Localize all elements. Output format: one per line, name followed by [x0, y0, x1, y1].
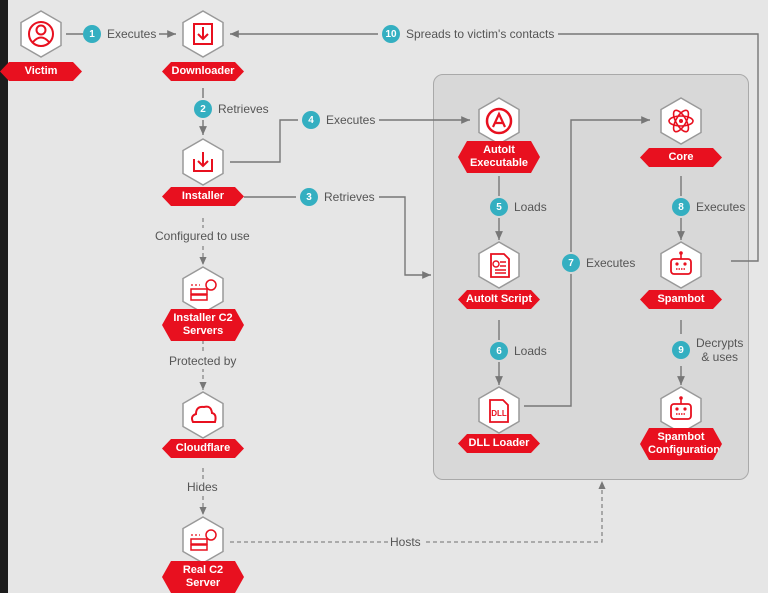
step-1: 1 Executes: [83, 25, 160, 43]
step-7: 7 Executes: [562, 252, 639, 274]
edge-installer-autoit-script: [244, 196, 431, 279]
step-6-text: Loads: [514, 344, 547, 358]
node-autoit-exe-label: AutoIt Executable: [458, 141, 540, 173]
download-icon: [178, 9, 228, 59]
step-6: 6 Loads: [490, 340, 550, 362]
script-file-icon: [474, 240, 524, 290]
user-icon: [16, 9, 66, 59]
atom-icon: [656, 96, 706, 146]
edge-label-protected: Protected by: [167, 353, 239, 369]
step-1-text: Executes: [107, 27, 157, 41]
node-autoit-script-label: AutoIt Script: [458, 290, 540, 309]
step-7-number: 7: [562, 254, 580, 272]
install-icon: [178, 137, 228, 187]
step-4: 4 Executes: [298, 111, 380, 129]
step-10-text: Spreads to victim's contacts: [406, 27, 555, 41]
step-5-number: 5: [490, 198, 508, 216]
node-core-label: Core: [640, 148, 722, 167]
node-cloudflare-label: Cloudflare: [162, 439, 244, 458]
step-8: 8 Executes: [672, 196, 749, 218]
step-4-number: 4: [302, 111, 320, 129]
node-victim-label: Victim: [0, 62, 82, 81]
step-1-number: 1: [83, 25, 101, 43]
node-dll-loader-label: DLL Loader: [458, 434, 540, 453]
step-9-number: 9: [672, 341, 690, 359]
left-edge-bar: [0, 0, 8, 593]
step-2: 2 Retrieves: [194, 98, 272, 120]
edge-real-c2-group: [230, 481, 606, 543]
node-real-c2-label: Real C2 Server: [162, 561, 244, 593]
robot-icon: [656, 385, 706, 435]
edge-label-configured: Configured to use: [153, 228, 252, 244]
dll-file-icon: DLL: [474, 385, 524, 435]
edge-label-hosts: Hosts: [388, 534, 423, 550]
step-9: 9 Decrypts & uses: [672, 334, 747, 366]
step-8-number: 8: [672, 198, 690, 216]
step-2-text: Retrieves: [218, 102, 269, 116]
node-downloader-label: Downloader: [162, 62, 244, 81]
svg-text:DLL: DLL: [491, 409, 507, 418]
server-icon: [178, 515, 228, 565]
server-icon: [178, 265, 228, 315]
step-5-text: Loads: [514, 200, 547, 214]
robot-icon: [656, 240, 706, 290]
step-4-text: Executes: [326, 113, 376, 127]
node-installer-c2-label: Installer C2 Servers: [162, 309, 244, 341]
node-spambot-label: Spambot: [640, 290, 722, 309]
step-5: 5 Loads: [490, 196, 550, 218]
autoit-logo-icon: [474, 96, 524, 146]
step-8-text: Executes: [696, 200, 746, 214]
step-2-number: 2: [194, 100, 212, 118]
cloud-icon: [178, 390, 228, 440]
step-10-number: 10: [382, 25, 400, 43]
step-3-number: 3: [300, 188, 318, 206]
node-spambot-config-label: Spambot Configuration: [640, 428, 722, 460]
step-3-text: Retrieves: [324, 190, 375, 204]
step-10: 10 Spreads to victim's contacts: [378, 25, 559, 43]
node-installer-label: Installer: [162, 187, 244, 206]
edge-label-hides: Hides: [185, 479, 220, 495]
step-6-number: 6: [490, 342, 508, 360]
step-9-text: Decrypts & uses: [696, 336, 744, 364]
step-7-text: Executes: [586, 256, 636, 270]
step-3: 3 Retrieves: [296, 188, 379, 206]
